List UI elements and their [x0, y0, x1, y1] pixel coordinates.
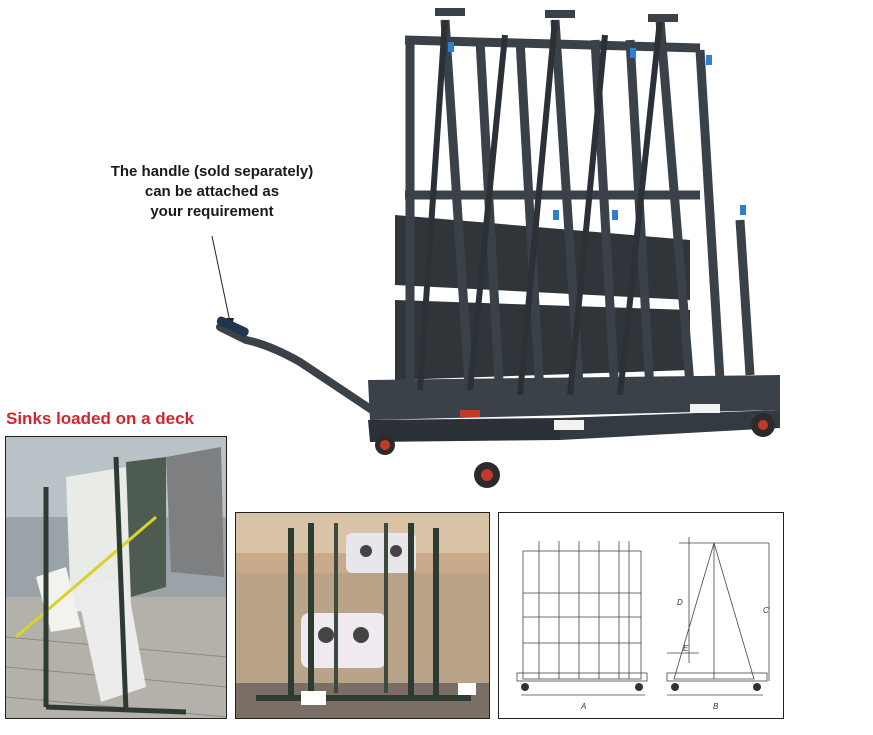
dim-label-a: A — [580, 702, 586, 711]
dim-label-c: C — [763, 606, 769, 615]
rack-panels — [395, 215, 690, 380]
tow-handle — [216, 316, 376, 414]
dim-label-d: D — [677, 598, 683, 607]
caster-wheels — [375, 413, 775, 488]
callout-line-1: The handle (sold separately) — [110, 163, 314, 180]
callout-arrow — [211, 235, 231, 323]
dim-label-b: B — [713, 702, 719, 711]
callout-line-2: can be attached as — [144, 183, 280, 200]
callout-arrowhead — [226, 318, 234, 328]
dim-label-e: E — [683, 644, 689, 653]
handle-callout: The handle (sold separately) can be atta… — [78, 162, 346, 222]
technical-drawing: A B C D E — [498, 512, 784, 719]
sinks-rack-photo — [235, 512, 490, 719]
rack-frame-back — [417, 19, 663, 396]
sinks-caption: Sinks loaded on a deck — [6, 409, 195, 428]
rack-top-caps — [435, 8, 678, 22]
rack-frame — [404, 19, 755, 401]
rack-clamps — [448, 42, 746, 220]
rack-base — [368, 375, 780, 442]
truck-deck-photo — [5, 436, 227, 719]
callout-line-3: your requirement — [150, 203, 274, 220]
